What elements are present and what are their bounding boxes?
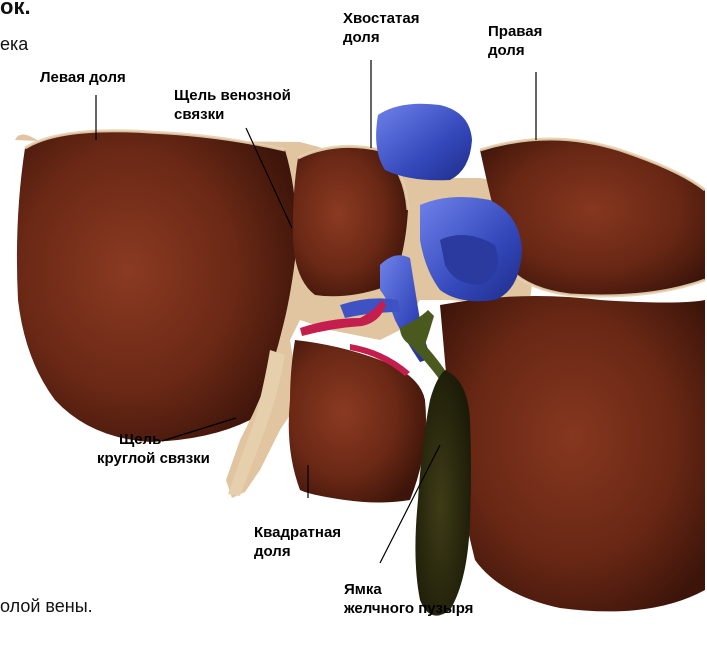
label-round-ligament-fissure: Щель круглой связки — [97, 430, 210, 468]
vena-cava-upper — [376, 104, 472, 181]
label-venous-ligament-fissure: Щель венозной связки — [174, 86, 291, 124]
right-lobe-lower-shape — [440, 296, 705, 611]
label-left-lobe: Левая доля — [40, 68, 126, 87]
label-caudate-lobe: Хвостатая доля — [343, 9, 419, 47]
label-venous-ligament-line1: Щель венозной — [174, 86, 291, 105]
label-right-lobe-line1: Правая — [488, 22, 542, 41]
label-caudate-lobe-line2: доля — [343, 28, 419, 47]
page-fragment-bottom: олой вены. — [0, 596, 93, 617]
label-caudate-lobe-line1: Хвостатая — [343, 9, 419, 28]
label-gallbladder-fossa-line2: желчного пузыря — [344, 599, 473, 618]
label-quadrate-lobe: Квадратная доля — [254, 523, 341, 561]
label-venous-ligament-line2: связки — [174, 105, 291, 124]
label-round-ligament-line2: круглой связки — [97, 449, 210, 468]
left-lobe-shape — [17, 131, 296, 442]
page-fragment-line-two: ека — [0, 34, 28, 55]
label-gallbladder-fossa-line1: Ямка — [344, 580, 473, 599]
label-quadrate-lobe-line1: Квадратная — [254, 523, 341, 542]
label-right-lobe-line2: доля — [488, 41, 542, 60]
label-quadrate-lobe-line2: доля — [254, 542, 341, 561]
page-fragment-top-left: ок. — [0, 0, 31, 20]
label-gallbladder-fossa: Ямка желчного пузыря — [344, 580, 473, 618]
quadrate-lobe-shape — [289, 340, 426, 503]
label-right-lobe: Правая доля — [488, 22, 542, 60]
label-round-ligament-line1: Щель — [97, 430, 210, 449]
